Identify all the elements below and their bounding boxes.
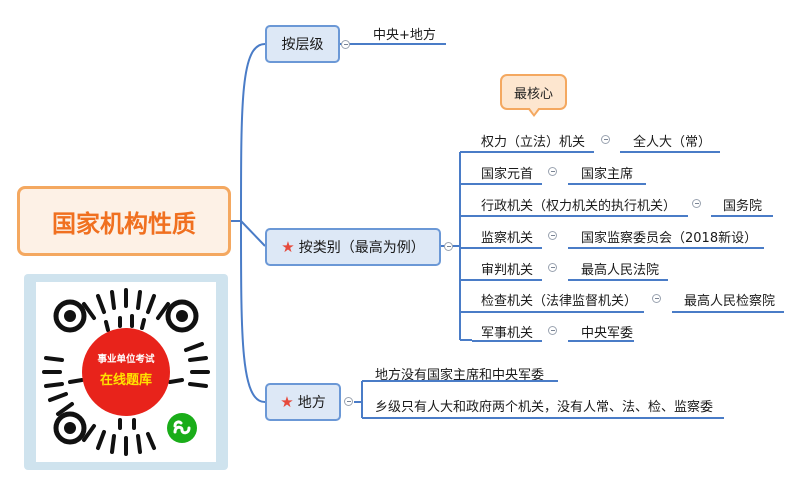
root-topic[interactable]: 国家机构性质 [17, 186, 231, 256]
category-type[interactable]: 权力（立法）机关 [481, 135, 586, 150]
category-type[interactable]: 军事机关 [481, 326, 534, 341]
category-top-organ[interactable]: 最高人民法院 [581, 263, 660, 278]
leaf-underline [620, 151, 720, 153]
collapse-toggle-icon[interactable] [548, 167, 557, 176]
leaf-underline [362, 380, 558, 382]
callout-most-core[interactable]: 最核心 [500, 74, 567, 110]
collapse-toggle-icon[interactable] [444, 242, 453, 251]
category-top-organ[interactable]: 中央军委 [581, 326, 634, 341]
leaf-underline [362, 417, 724, 419]
branch-by-category[interactable]: ★ 按类别（最高为例） [265, 228, 441, 266]
collapse-toggle-icon[interactable] [652, 294, 661, 303]
leaf-underline [362, 43, 446, 45]
qr-logo-line2: 在线题库 [100, 372, 152, 388]
qr-code[interactable]: 事业单位考试 在线题库 [36, 282, 216, 462]
category-type[interactable]: 检查机关（法律监督机关） [481, 294, 638, 309]
category-top-organ[interactable]: 全人大（常） [633, 135, 712, 150]
leaf-underline [472, 340, 542, 342]
collapse-toggle-icon[interactable] [341, 40, 350, 49]
leaf-underline [711, 215, 773, 217]
leaf-underline [472, 311, 644, 313]
leaf-underline [672, 311, 784, 313]
category-type[interactable]: 审判机关 [481, 263, 534, 278]
leaf-central-local[interactable]: 中央+地方 [373, 28, 436, 43]
category-top-organ[interactable]: 国务院 [723, 199, 763, 214]
callout-tail-inner [529, 107, 539, 114]
category-type[interactable]: 国家元首 [481, 167, 534, 182]
collapse-toggle-icon[interactable] [692, 199, 701, 208]
leaf-underline [568, 247, 764, 249]
leaf-underline [472, 215, 688, 217]
branch-by-category-label: 按类别（最高为例） [298, 240, 425, 256]
collapse-toggle-icon[interactable] [344, 397, 353, 406]
category-top-organ[interactable]: 国家主席 [581, 167, 634, 182]
leaf-underline [568, 279, 668, 281]
qr-code-pattern: 事业单位考试 在线题库 [42, 288, 210, 456]
leaf-underline [568, 183, 646, 185]
leaf-underline [472, 151, 594, 153]
star-icon: ★ [280, 392, 294, 411]
leaf-underline [472, 183, 542, 185]
category-top-organ[interactable]: 最高人民检察院 [684, 294, 776, 309]
local-leaf[interactable]: 地方没有国家主席和中央军委 [375, 368, 545, 383]
branch-by-level-label: 按层级 [281, 37, 324, 53]
branch-by-level[interactable]: 按层级 [265, 25, 340, 63]
leaf-underline [472, 279, 542, 281]
collapse-toggle-icon[interactable] [601, 135, 610, 144]
category-type[interactable]: 行政机关（权力机关的执行机关） [481, 199, 677, 214]
branch-local[interactable]: ★ 地方 [265, 383, 341, 421]
collapse-toggle-icon[interactable] [548, 263, 557, 272]
star-icon: ★ [281, 237, 295, 256]
collapse-toggle-icon[interactable] [548, 231, 557, 240]
wechat-miniprogram-icon [167, 413, 197, 443]
leaf-underline [568, 340, 634, 342]
category-top-organ[interactable]: 国家监察委员会（2018新设） [581, 231, 758, 246]
collapse-toggle-icon[interactable] [548, 326, 557, 335]
leaf-underline [472, 247, 542, 249]
branch-local-label: 地方 [297, 395, 326, 411]
local-leaf[interactable]: 乡级只有人大和政府两个机关，没有人常、法、检、监察委 [375, 400, 714, 415]
qr-logo-line1: 事业单位考试 [97, 353, 155, 365]
category-type[interactable]: 监察机关 [481, 231, 534, 246]
